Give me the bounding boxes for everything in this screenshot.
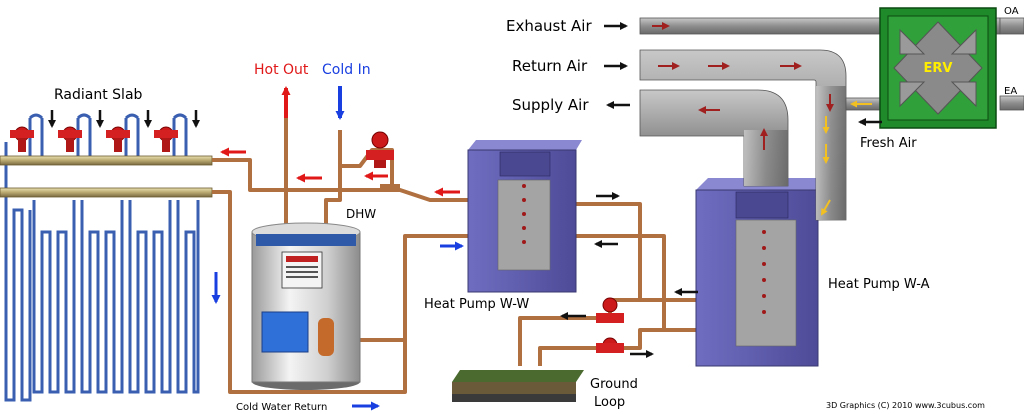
zone-valves bbox=[10, 126, 178, 152]
panel-indicator-dots bbox=[522, 184, 526, 244]
ground-loop-pump-upper[interactable] bbox=[596, 297, 624, 323]
heat-pump-wa[interactable] bbox=[695, 178, 826, 367]
duct-flow-arrows bbox=[652, 22, 834, 150]
water-flow-arrows bbox=[211, 86, 464, 411]
ground-loop-pump-lower[interactable] bbox=[596, 337, 624, 353]
zone-valve[interactable] bbox=[106, 126, 130, 152]
thermostat-plate bbox=[318, 318, 334, 356]
hot-out-label: Hot Out bbox=[254, 62, 309, 78]
zone-valve[interactable] bbox=[10, 126, 34, 152]
piping bbox=[212, 118, 696, 394]
ground-loop-label-line2: Loop bbox=[594, 395, 625, 410]
heat-pump-ww-label: Heat Pump W-W bbox=[424, 297, 529, 312]
slab-tubing bbox=[4, 113, 200, 402]
cold-water-return-label: Cold Water Return bbox=[236, 402, 327, 413]
ductwork bbox=[639, 17, 1024, 221]
water-heater bbox=[251, 222, 361, 390]
ground-loop-label-line1: Ground bbox=[590, 377, 638, 392]
return-header bbox=[0, 187, 213, 198]
zone-valve[interactable] bbox=[154, 126, 178, 152]
heater-access-panel bbox=[261, 311, 309, 353]
cold-in-label: Cold In bbox=[322, 62, 371, 78]
erv-label: ERV bbox=[924, 61, 953, 76]
dhw-label: DHW bbox=[346, 207, 376, 221]
radiant-slab-label: Radiant Slab bbox=[54, 87, 143, 103]
ground-loop bbox=[452, 370, 584, 402]
credit-text: 3D Graphics (C) 2010 www.3cubus.com bbox=[826, 401, 985, 410]
return-air-label: Return Air bbox=[512, 57, 588, 75]
black-flow-arrows bbox=[560, 22, 882, 358]
heat-pump-wa-label: Heat Pump W-A bbox=[828, 277, 930, 292]
radiant-slab: Radiant Slab bbox=[0, 87, 213, 402]
fresh-air-label: Fresh Air bbox=[860, 136, 917, 151]
zone-valve[interactable] bbox=[58, 126, 82, 152]
erv-unit[interactable]: ERV bbox=[879, 7, 997, 129]
text-labels: Hot Out Cold In DHW Exhaust Air Return A… bbox=[236, 6, 1019, 413]
ea-label: EA bbox=[1004, 86, 1017, 97]
slab-arrows bbox=[48, 110, 200, 128]
heat-pump-ww[interactable] bbox=[467, 140, 582, 293]
dhw-pump[interactable] bbox=[366, 131, 394, 168]
supply-header bbox=[0, 155, 213, 166]
exhaust-air-label: Exhaust Air bbox=[506, 17, 592, 35]
panel-indicator-dots bbox=[762, 230, 766, 314]
oa-label: OA bbox=[1004, 6, 1019, 17]
supply-air-label: Supply Air bbox=[512, 96, 589, 114]
fresh-air-flow-arrows bbox=[821, 100, 872, 216]
